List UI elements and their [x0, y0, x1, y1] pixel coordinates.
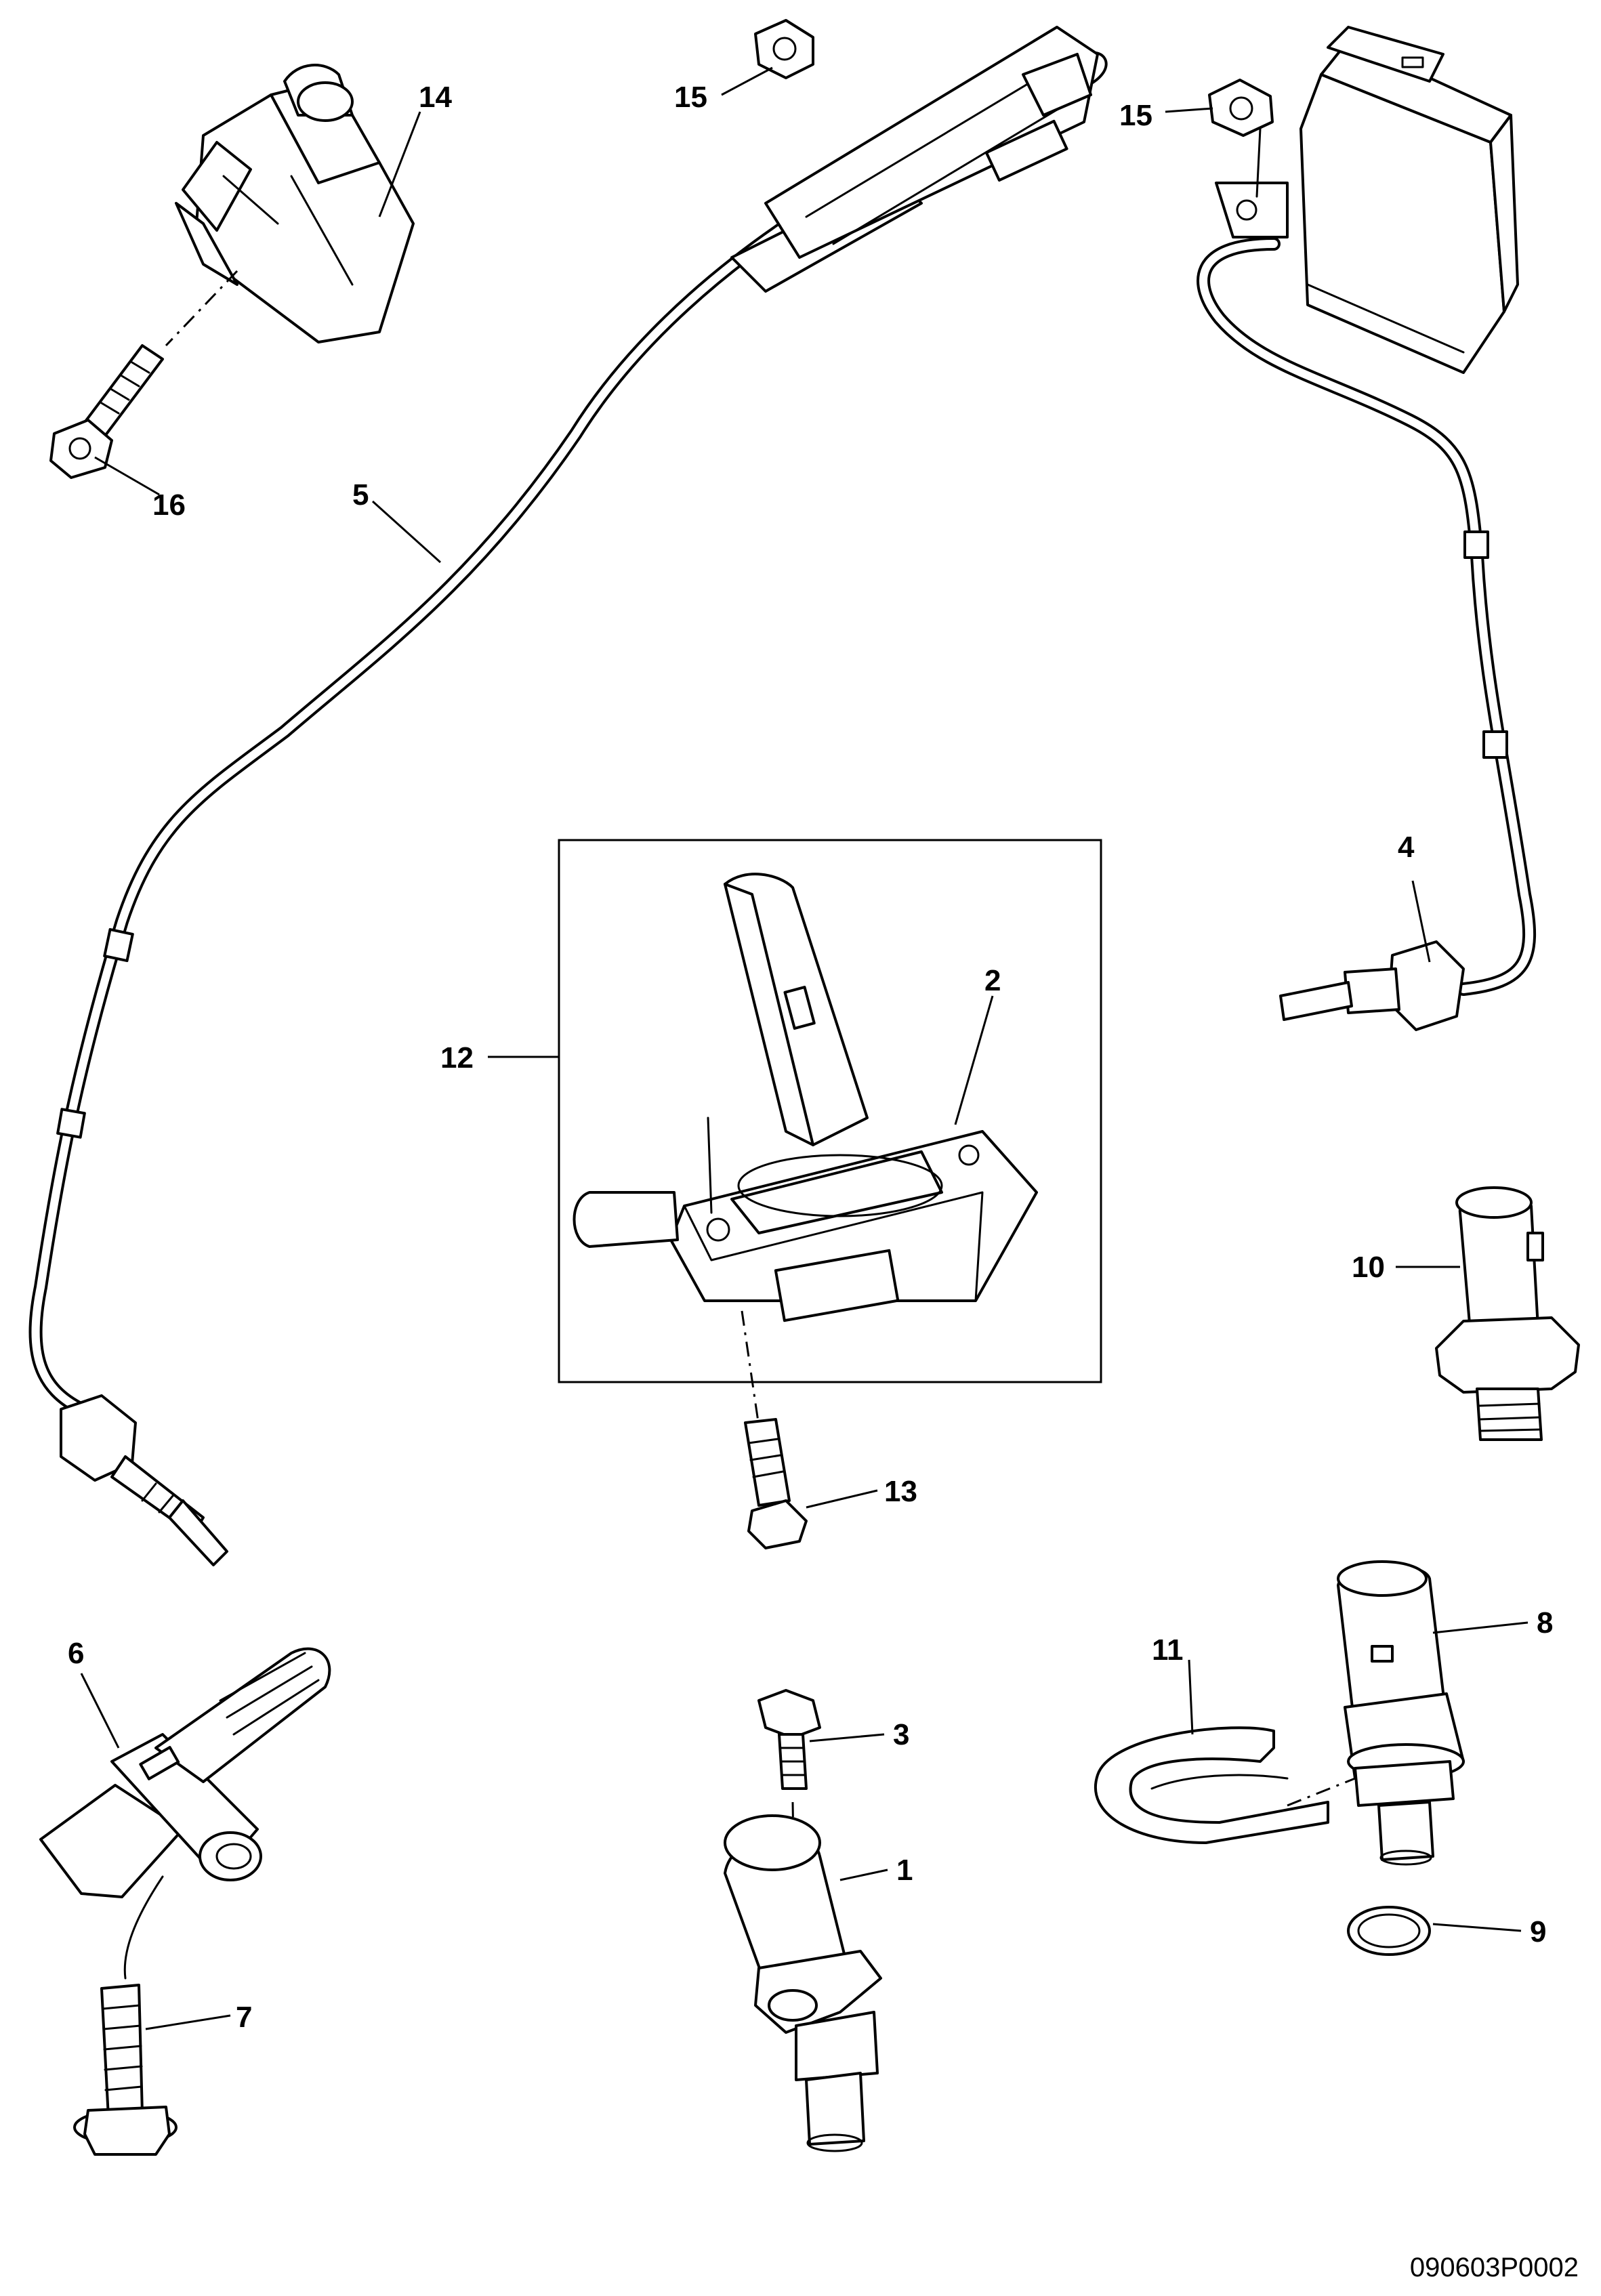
- part-4-sensor-with-module: [1197, 26, 1537, 1031]
- callout-4: 4: [1398, 831, 1415, 864]
- part-1-position-sensor: [724, 1814, 882, 2152]
- axis-11-8: [1287, 1777, 1356, 1807]
- callout-12: 12: [440, 1041, 474, 1074]
- leader-lines: [80, 66, 1529, 2030]
- reference-code: 090603P0002: [1410, 2253, 1579, 2282]
- part-11-retaining-clip: [1094, 1726, 1329, 1844]
- callout-13: 13: [884, 1475, 917, 1508]
- callout-7: 7: [236, 2001, 252, 2034]
- part-14-pressure-sensor: [175, 64, 415, 343]
- part-16-bolt: [49, 344, 164, 479]
- part-6-speed-sensor: [39, 1647, 331, 1898]
- part-7-bolt: [73, 1984, 178, 2156]
- callout-15-right: 15: [1119, 99, 1152, 132]
- part-13-bolt: [744, 1418, 808, 1549]
- callout-11: 11: [1152, 1633, 1184, 1667]
- part-9-o-ring: [1347, 1906, 1431, 1956]
- inset-frame: [558, 839, 1102, 1383]
- callout-15-top: 15: [674, 81, 707, 114]
- part-8-coolant-temp-sensor: [1337, 1560, 1465, 1866]
- part-15-nut-top: [754, 19, 814, 79]
- part-15-nut-right: [1208, 79, 1274, 137]
- axis-6-7: [123, 1875, 164, 1980]
- axis-14-16: [165, 270, 238, 347]
- axis-12-13: [741, 1310, 760, 1427]
- part-10-oil-pressure-switch: [1435, 1186, 1580, 1441]
- callout-14: 14: [419, 81, 452, 114]
- callout-10: 10: [1352, 1251, 1385, 1284]
- part-3-bolt: [757, 1689, 821, 1790]
- callout-9: 9: [1530, 1915, 1546, 1948]
- sensor-4-hex-nut: [1388, 940, 1465, 1031]
- callout-5: 5: [352, 478, 369, 512]
- callout-8: 8: [1537, 1606, 1553, 1640]
- part-5-exhaust-temp-sensor: [28, 26, 1108, 1566]
- callout-1: 1: [896, 1854, 913, 1887]
- callout-3: 3: [893, 1718, 909, 1751]
- callout-16: 16: [152, 488, 186, 522]
- callout-2: 2: [984, 964, 1001, 997]
- callout-6: 6: [68, 1637, 84, 1670]
- part-12-oil-level-sensor: [573, 873, 1038, 1322]
